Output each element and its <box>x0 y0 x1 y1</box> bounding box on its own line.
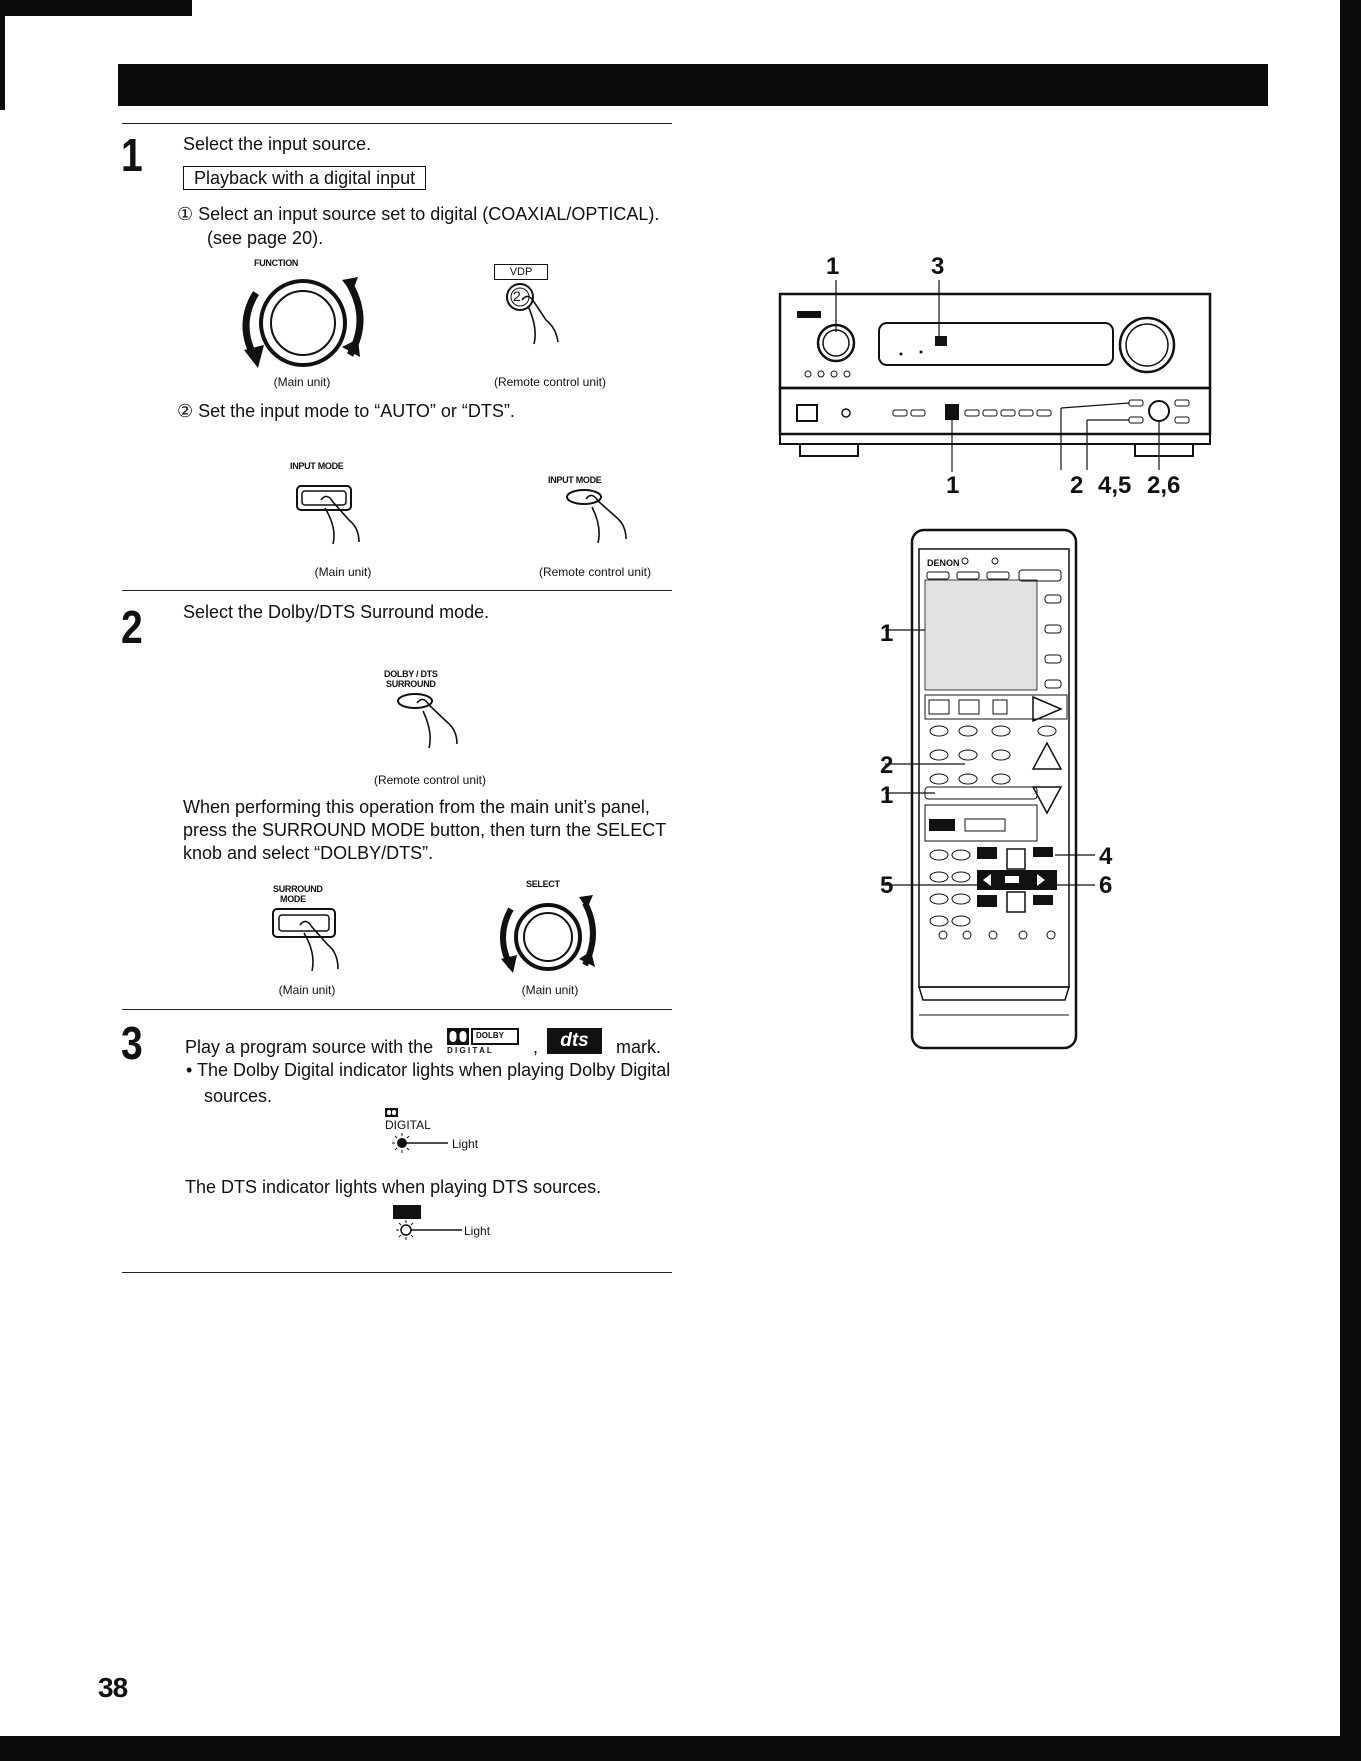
sub-step-1-ref: (see page 20). <box>207 228 324 248</box>
boxed-label-text: Playback with a digital input <box>183 166 427 190</box>
remote-control-icon <box>885 528 1095 1050</box>
divider <box>122 1272 672 1273</box>
step-title: Select the Dolby/DTS Surround mode. <box>183 602 490 622</box>
step-title-pre: Play a program source with the <box>185 1037 434 1057</box>
dolby-dd-icon <box>447 1028 519 1045</box>
boxed-label: Playback with a digital input <box>183 166 427 190</box>
main-unit-caption: (Main unit) <box>273 375 331 389</box>
dts-indicator-icon <box>393 1205 421 1219</box>
input-mode-button-icon <box>296 485 360 545</box>
callout-1: 1 <box>946 472 960 499</box>
remote-callout-6: 6 <box>1099 872 1113 899</box>
light-label: Light <box>452 1137 479 1151</box>
function-label: FUNCTION <box>254 258 299 268</box>
divider <box>122 1009 672 1010</box>
digital-indicator-label: DIGITAL <box>385 1118 431 1132</box>
dolby-dts-button-icon <box>397 693 458 749</box>
dolby-dts-label-line2: SURROUND <box>386 679 436 689</box>
select-knob-label: SELECT <box>526 879 560 889</box>
dolby-dts-label-line1: DOLBY / DTS <box>384 669 438 679</box>
right-edge-bar <box>1340 0 1361 1761</box>
step-body-line1: When performing this operation from the … <box>183 797 650 817</box>
step-title-post: mark. <box>616 1037 661 1057</box>
input-mode-label: INPUT MODE <box>290 461 344 471</box>
dolby-indicator-icon <box>385 1108 398 1117</box>
vdp-button-number: 2 <box>513 288 521 304</box>
step-number: 3 <box>121 1017 143 1069</box>
step-body-line2: press the SURROUND MODE button, then tur… <box>183 820 667 840</box>
remote-callout-1b: 1 <box>880 782 894 809</box>
logo-dolby-text: DOLBY <box>476 1031 504 1040</box>
title-separator: , <box>533 1037 539 1057</box>
divider <box>122 590 672 591</box>
function-knob-icon <box>242 277 364 368</box>
divider <box>122 123 672 124</box>
surround-mode-button-icon <box>272 908 339 972</box>
dts-logo: dts <box>547 1028 602 1054</box>
vdp-button-icon <box>506 283 559 345</box>
remote-callout-4: 4 <box>1099 843 1113 870</box>
header-bar <box>118 64 1268 106</box>
dts-indicator-text: The DTS indicator lights when playing DT… <box>185 1177 602 1197</box>
step-body-line3: knob and select “DOLBY/DTS”. <box>183 843 434 863</box>
remote-callout-2: 2 <box>880 752 894 779</box>
surround-mode-label-line2: MODE <box>280 894 306 904</box>
callout-4-5: 4,5 <box>1098 472 1132 499</box>
input-mode-label-remote: INPUT MODE <box>548 475 602 485</box>
input-mode-remote-button-icon <box>566 489 627 544</box>
callout-2: 2 <box>1070 472 1084 499</box>
sub-step-2: ② Set the input mode to “AUTO” or “DTS”. <box>177 401 515 421</box>
sub-step-1: ① Select an input source set to digital … <box>177 204 660 224</box>
indicator-light-on-icon <box>392 1133 448 1153</box>
corner-mark <box>0 0 192 16</box>
logo-digital-text: D I G I T A L <box>447 1046 492 1055</box>
step-bullet-line2: sources. <box>204 1086 273 1106</box>
footer-bar <box>0 1736 1361 1761</box>
step-title: Select the input source. <box>183 134 372 154</box>
remote-callout-1: 1 <box>880 620 894 647</box>
page-number: 38 <box>98 1672 128 1703</box>
main-unit-front-panel-icon <box>778 280 1212 472</box>
remote-caption: (Remote control unit) <box>373 773 487 787</box>
select-knob-icon <box>500 895 596 973</box>
callout-2-6: 2,6 <box>1147 472 1181 499</box>
main-unit-caption: (Main unit) <box>314 565 372 579</box>
step-number: 1 <box>121 129 143 181</box>
main-unit-caption: (Main unit) <box>521 983 579 997</box>
step-bullet-line1: • The Dolby Digital indicator lights whe… <box>186 1060 671 1080</box>
light-label: Light <box>464 1224 491 1238</box>
corner-mark-vertical <box>0 0 5 110</box>
remote-callout-5: 5 <box>880 872 894 899</box>
remote-brand: DENON <box>927 558 960 568</box>
vdp-label: VDP <box>494 264 548 280</box>
callout-1: 1 <box>826 253 840 280</box>
step-number: 2 <box>121 601 143 653</box>
remote-caption: (Remote control unit) <box>538 565 652 579</box>
dolby-digital-logo: DOLBY D I G I T A L <box>447 1028 522 1056</box>
remote-caption: (Remote control unit) <box>493 375 607 389</box>
main-unit-caption: (Main unit) <box>278 983 336 997</box>
surround-mode-label-line1: SURROUND <box>273 884 323 894</box>
callout-3: 3 <box>931 253 945 280</box>
indicator-light-icon <box>396 1220 462 1240</box>
